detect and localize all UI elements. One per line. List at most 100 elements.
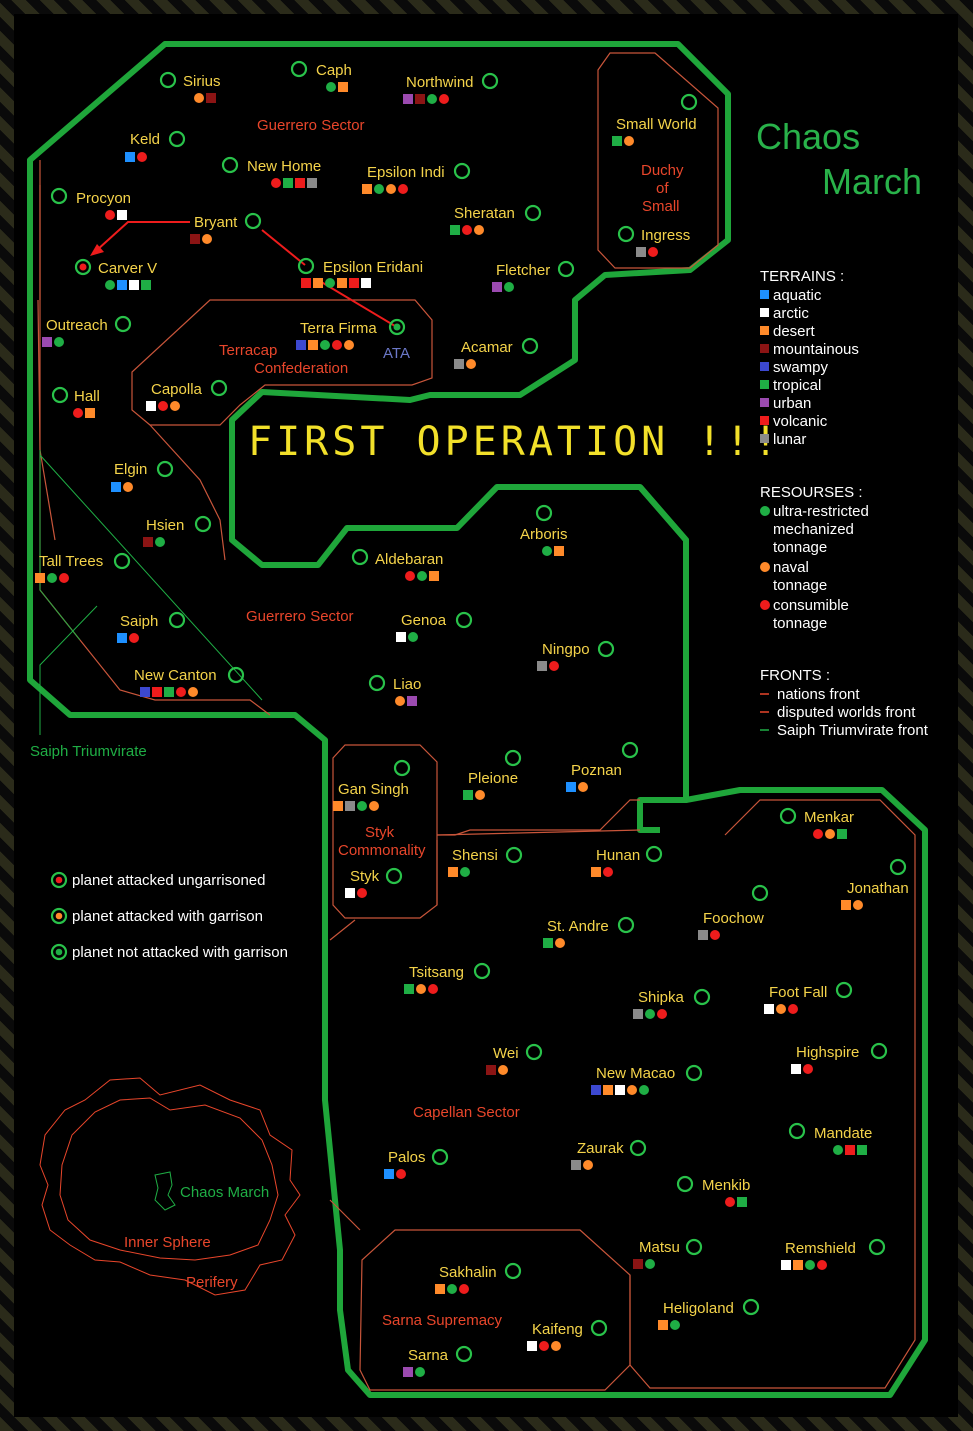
planet-acamar[interactable]: Acamar [454,337,539,369]
planet-keld[interactable]: Keld [125,130,186,162]
planet-matsu[interactable]: Matsu [633,1238,703,1269]
planet-marker-icon[interactable] [156,460,174,478]
planet-marker-icon[interactable] [597,640,615,658]
planet-terra-firma[interactable]: Terra Firma [296,318,406,350]
planet-marker-icon[interactable] [168,611,186,629]
planet-pleione[interactable]: Pleione [463,749,522,800]
planet-marker-icon[interactable] [388,318,406,336]
planet-marker-icon[interactable] [835,981,853,999]
planet-sarna[interactable]: Sarna [403,1345,473,1377]
planet-zaurak[interactable]: Zaurak [571,1139,647,1170]
planet-marker-icon[interactable] [393,759,411,777]
planet-marker-icon[interactable] [685,1238,703,1256]
planet-small-world[interactable]: Small World [612,93,698,146]
planet-highspire[interactable]: Highspire [791,1042,888,1074]
planet-marker-icon[interactable] [227,666,245,684]
planet-tsitsang[interactable]: Tsitsang [404,962,491,994]
planet-marker-icon[interactable] [168,130,186,148]
planet-marker-icon[interactable] [385,867,403,885]
planet-fletcher[interactable]: Fletcher [492,260,575,292]
planet-marker-icon[interactable] [210,379,228,397]
planet-marker-icon[interactable] [870,1042,888,1060]
planet-shipka[interactable]: Shipka [633,988,711,1019]
planet-marker-icon[interactable] [113,552,131,570]
planet-marker-icon[interactable] [535,504,553,522]
planet-marker-icon[interactable] [524,204,542,222]
planet-wei[interactable]: Wei [486,1043,543,1075]
planet-marker-icon[interactable] [590,1319,608,1337]
planet-marker-icon[interactable] [676,1175,694,1193]
planet-elgin[interactable]: Elgin [111,460,174,492]
planet-arboris[interactable]: Arboris [520,504,568,556]
planet-marker-icon[interactable] [751,884,769,902]
planet-marker-icon[interactable] [685,1064,703,1082]
planet-sakhalin[interactable]: Sakhalin [435,1262,522,1294]
planet-kaifeng[interactable]: Kaifeng [527,1319,608,1351]
planet-marker-icon[interactable] [788,1122,806,1140]
planet-hunan[interactable]: Hunan [591,845,663,877]
planet-marker-icon[interactable] [693,988,711,1006]
planet-mandate[interactable]: Mandate [788,1122,872,1155]
planet-marker-icon[interactable] [680,93,698,111]
planet-marker-icon[interactable] [114,315,132,333]
planet-marker-icon[interactable] [557,260,575,278]
planet-hsien[interactable]: Hsien [143,515,212,547]
planet-menkib[interactable]: Menkib [676,1175,750,1207]
planet-foochow[interactable]: Foochow [698,884,769,940]
planet-bryant[interactable]: Bryant [190,212,262,244]
planet-outreach[interactable]: Outreach [42,315,132,347]
planet-carver-v[interactable]: Carver V [74,258,157,290]
planet-marker-icon[interactable] [74,258,92,276]
planet-marker-icon[interactable] [244,212,262,230]
planet-marker-icon[interactable] [455,611,473,629]
planet-heligoland[interactable]: Heligoland [658,1298,760,1330]
planet-marker-icon[interactable] [221,156,239,174]
planet-marker-icon[interactable] [351,548,369,566]
planet-caph[interactable]: Caph [290,60,352,92]
planet-marker-icon[interactable] [779,807,797,825]
planet-palos[interactable]: Palos [384,1148,449,1179]
planet-marker-icon[interactable] [742,1298,760,1316]
planet-menkar[interactable]: Menkar [779,807,854,839]
planet-styk[interactable]: Styk [345,867,403,898]
planet-liao[interactable]: Liao [368,674,421,706]
planet-remshield[interactable]: Remshield [781,1238,886,1270]
planet-sirius[interactable]: Sirius [159,71,221,103]
planet-epsilon-indi[interactable]: Epsilon Indi [362,162,471,194]
planet-marker-icon[interactable] [159,71,177,89]
planet-marker-icon[interactable] [368,674,386,692]
planet-marker-icon[interactable] [455,1345,473,1363]
planet-northwind[interactable]: Northwind [403,72,499,104]
planet-marker-icon[interactable] [50,187,68,205]
planet-marker-icon[interactable] [889,858,907,876]
planet-sheratan[interactable]: Sheratan [450,204,542,235]
planet-aldebaran[interactable]: Aldebaran [351,548,443,581]
planet-marker-icon[interactable] [481,72,499,90]
planet-marker-icon[interactable] [297,257,315,275]
planet-marker-icon[interactable] [868,1238,886,1256]
planet-capolla[interactable]: Capolla [146,379,228,411]
planet-marker-icon[interactable] [473,962,491,980]
planet-marker-icon[interactable] [504,749,522,767]
planet-new-canton[interactable]: New Canton [134,666,245,697]
planet-marker-icon[interactable] [453,162,471,180]
planet-st-andre[interactable]: St. Andre [543,916,635,948]
planet-marker-icon[interactable] [504,1262,522,1280]
planet-marker-icon[interactable] [645,845,663,863]
planet-ningpo[interactable]: Ningpo [537,640,615,671]
planet-marker-icon[interactable] [431,1148,449,1166]
planet-procyon[interactable]: Procyon [50,187,131,220]
planet-foot-fall[interactable]: Foot Fall [764,981,853,1014]
planet-jonathan[interactable]: Jonathan [841,858,909,910]
planet-tall-trees[interactable]: Tall Trees [35,552,131,583]
planet-poznan[interactable]: Poznan [566,741,639,792]
planet-hall[interactable]: Hall [51,386,100,418]
planet-marker-icon[interactable] [525,1043,543,1061]
planet-saiph[interactable]: Saiph [117,611,186,643]
planet-ingress[interactable]: Ingress [617,225,690,257]
planet-new-macao[interactable]: New Macao [591,1064,703,1095]
planet-marker-icon[interactable] [617,225,635,243]
planet-epsilon-eridani[interactable]: Epsilon Eridani [297,257,423,288]
planet-marker-icon[interactable] [194,515,212,533]
planet-genoa[interactable]: Genoa [396,611,473,642]
